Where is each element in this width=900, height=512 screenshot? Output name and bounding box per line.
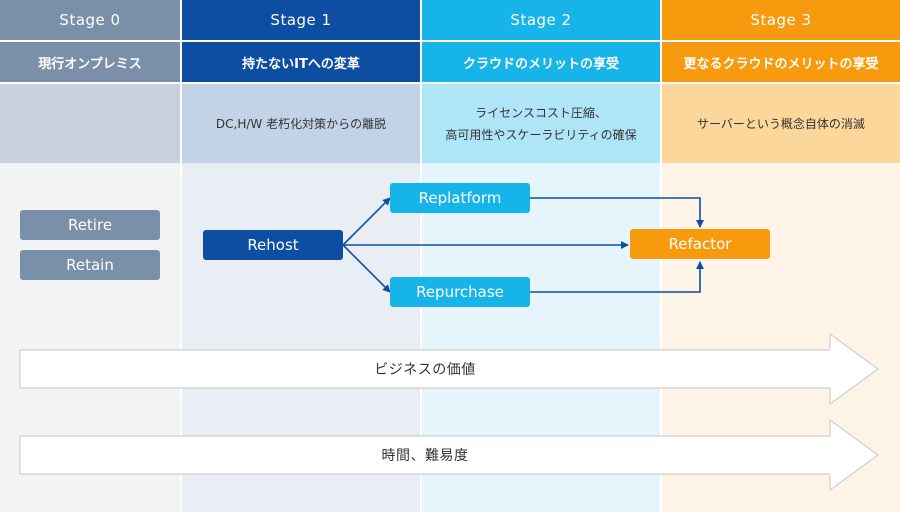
stage-3-header: Stage 3 xyxy=(662,0,900,40)
refactor-node: Refactor xyxy=(630,229,770,259)
stage-1-description: DC,H/W 老朽化対策からの離脱 xyxy=(182,84,420,163)
replatform-node: Replatform xyxy=(390,183,530,213)
time-difficulty-arrow xyxy=(19,418,880,492)
stage-3-description: サーバーという概念自体の消滅 xyxy=(662,84,900,163)
rehost-to-repurchase-connector xyxy=(342,244,391,293)
repurchase-node: Repurchase xyxy=(390,277,530,307)
stage-3-description-line: サーバーという概念自体の消滅 xyxy=(697,116,865,131)
replatform-to-refactor-connector xyxy=(530,197,704,228)
stage-0-description xyxy=(0,84,180,163)
stage-2-description: ライセンスコスト圧縮、 高可用性やスケーラビリティの確保 xyxy=(422,84,660,163)
stage-0-header: Stage 0 xyxy=(0,0,180,40)
stage-1-title: 持たないITへの変革 xyxy=(182,42,420,82)
stage-3-title: 更なるクラウドのメリットの享受 xyxy=(662,42,900,82)
stage-1-header: Stage 1 xyxy=(182,0,420,40)
retire-node: Retire xyxy=(20,210,160,240)
stage-2-description-line: ライセンスコスト圧縮、 xyxy=(475,105,607,120)
stage-2-description-line: 高可用性やスケーラビリティの確保 xyxy=(445,127,637,142)
rehost-to-replatform-connector xyxy=(342,197,391,246)
repurchase-to-refactor-connector xyxy=(530,261,704,293)
retain-node: Retain xyxy=(20,250,160,280)
stage-2-title: クラウドのメリットの享受 xyxy=(422,42,660,82)
time-difficulty-label: 時間、難易度 xyxy=(381,448,469,464)
stage-1-description-line: DC,H/W 老朽化対策からの離脱 xyxy=(215,116,387,131)
rehost-node: Rehost xyxy=(203,230,343,260)
business-value-label: ビジネスの価値 xyxy=(374,362,476,378)
stage-2-header: Stage 2 xyxy=(422,0,660,40)
business-value-arrow xyxy=(19,332,880,406)
stage-0-title: 現行オンプレミス xyxy=(0,42,180,82)
